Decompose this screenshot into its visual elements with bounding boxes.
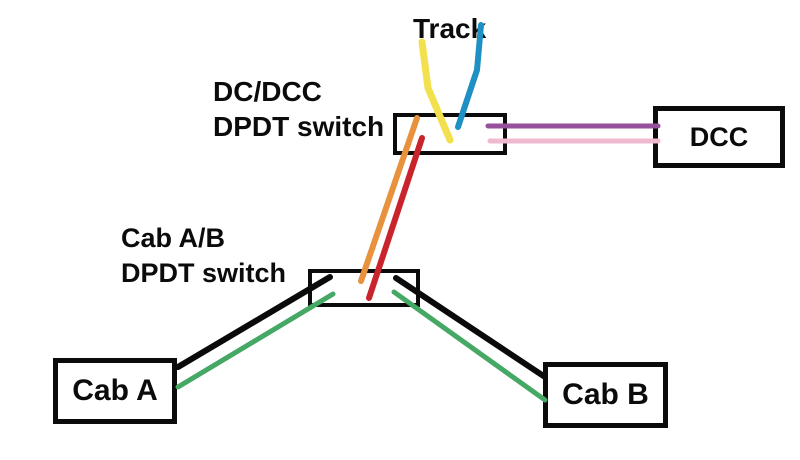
cab-b-box-label: Cab B [562,378,649,411]
cab-ab-switch-label: Cab A/B DPDT switch [121,221,286,291]
cab-a-box: Cab A [53,358,177,424]
cab-a-box-label: Cab A [72,374,158,407]
dcc-box: DCC [653,106,785,168]
track-label: Track [413,13,487,44]
cab-ab-dpdt-switch-box [308,269,420,307]
dcc-box-label: DCC [689,121,749,152]
dc-dcc-dpdt-switch-box [393,113,507,155]
switch-to-cab-a-wire-green [175,291,336,390]
dc-dcc-switch-label-line2: DPDT switch [213,111,385,142]
cab-b-box: Cab B [543,362,668,428]
dc-dcc-switch-label: DC/DCC DPDT switch [213,74,384,144]
cab-ab-switch-label-line1: Cab A/B [121,223,226,253]
switch-to-cab-b-wire-green [391,289,548,403]
dc-dcc-switch-label-line1: DC/DCC [213,76,322,107]
cab-ab-switch-label-line2: DPDT switch [121,258,287,288]
